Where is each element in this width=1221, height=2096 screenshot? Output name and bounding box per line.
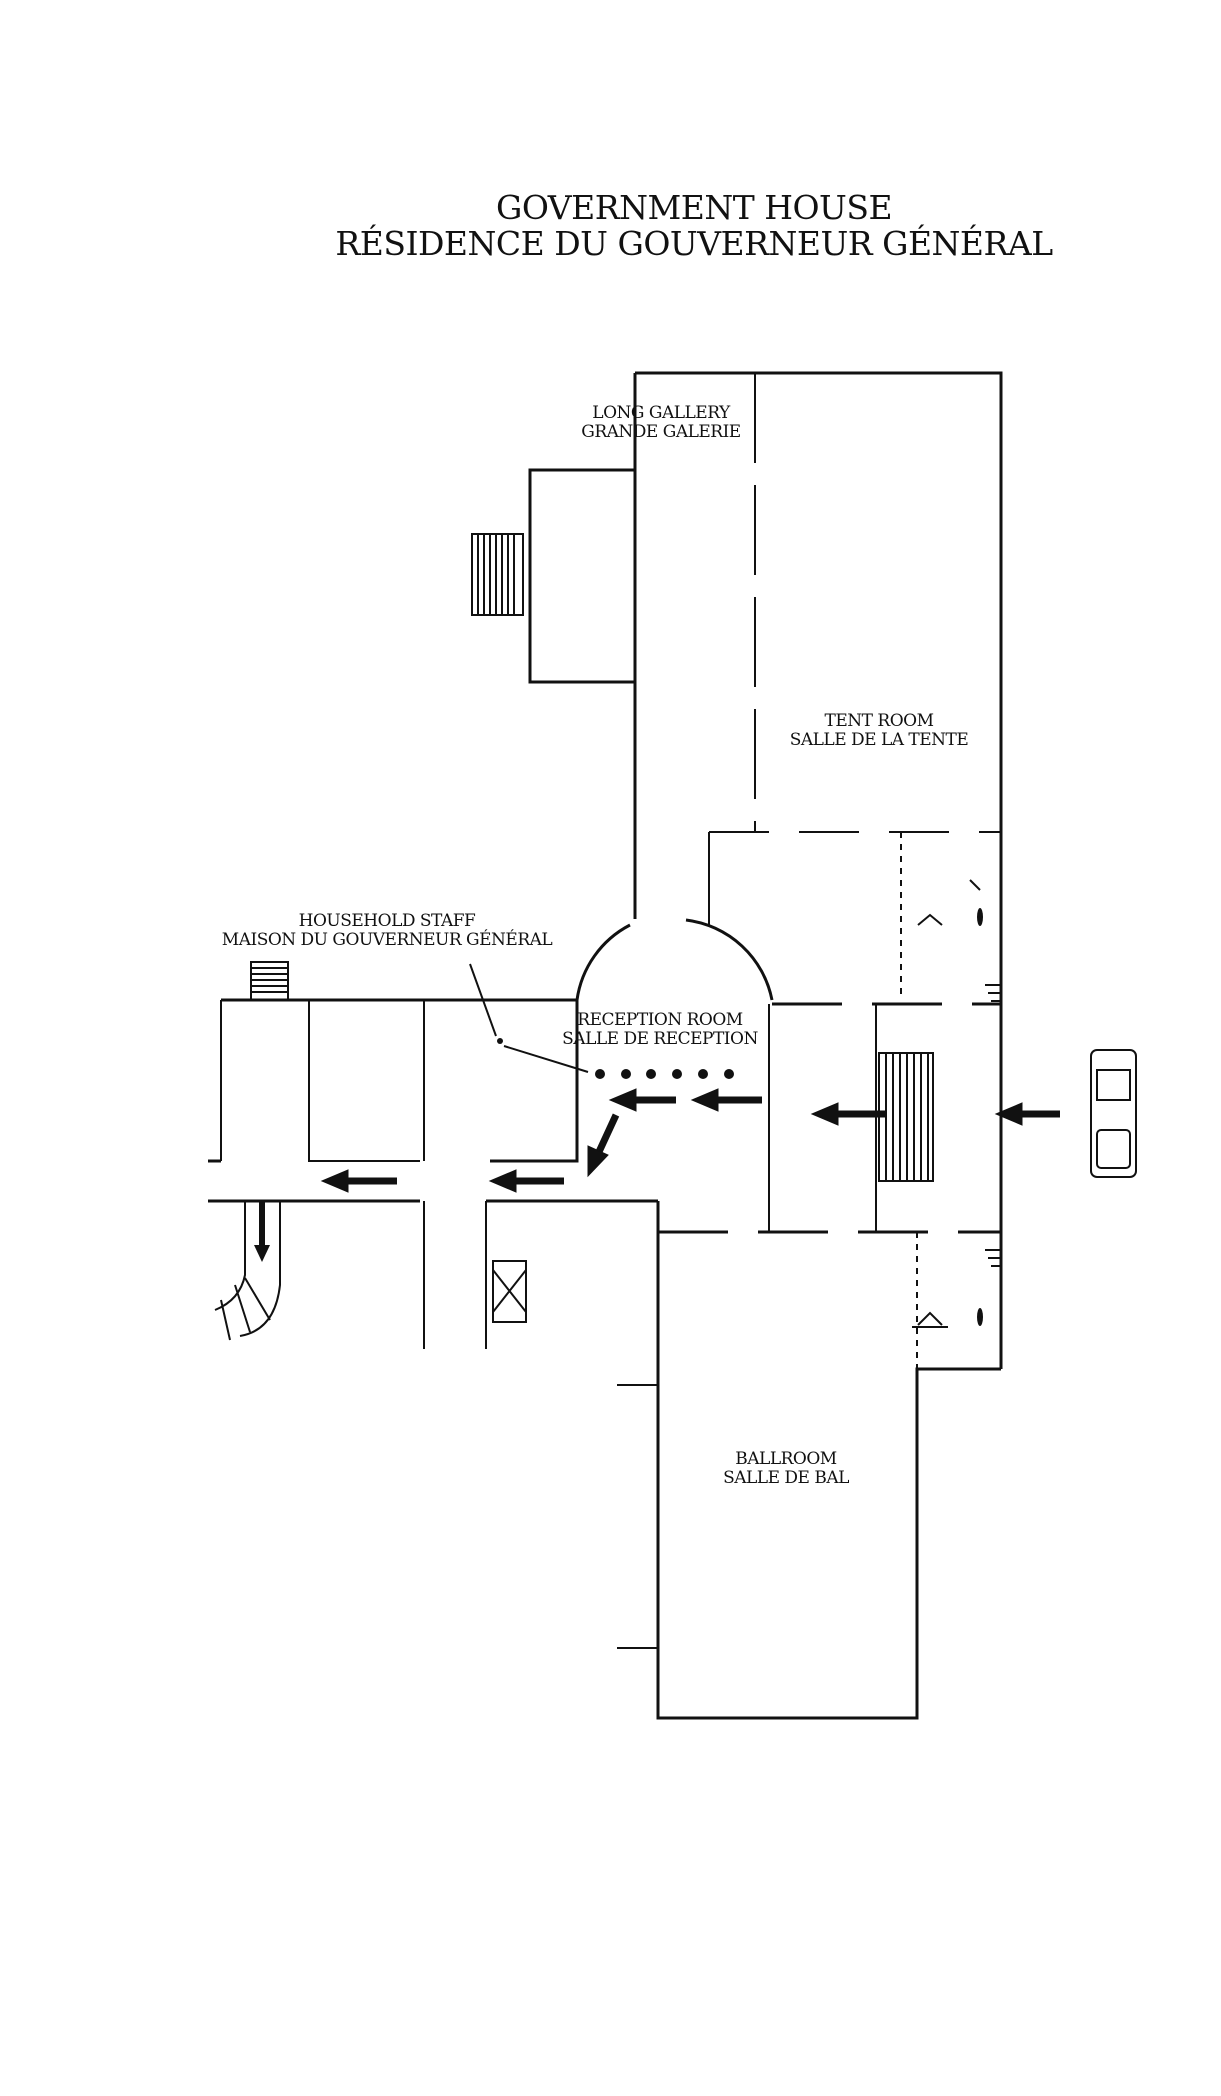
stair-staff: [250, 961, 289, 1001]
reception-room-fr: SALLE DE RECEPTION: [562, 1028, 758, 1049]
household-staff-en: HOUSEHOLD STAFF: [298, 911, 476, 931]
reception-room-en: RECEPTION ROOM: [577, 1010, 743, 1030]
plan-title: GOVERNMENT HOUSE RÉSIDENCE DU GOUVERNEUR…: [335, 188, 1053, 263]
stair-gallery: [471, 533, 524, 616]
walls: [208, 371, 1003, 1720]
tent-room-en: TENT ROOM: [824, 711, 934, 731]
household-staff-fr: MAISON DU GOUVERNEUR GÉNÉRAL: [221, 929, 553, 950]
label-ballroom: BALLROOM SALLE DE BAL: [723, 1450, 849, 1487]
label-reception-room: RECEPTION ROOM SALLE DE RECEPTION: [562, 1011, 758, 1048]
elevator-cross: [492, 1269, 527, 1313]
label-household-staff: HOUSEHOLD STAFF MAISON DU GOUVERNEUR GÉN…: [221, 911, 553, 950]
car-icon: [1090, 1049, 1137, 1178]
label-tent-room: TENT ROOM SALLE DE LA TENTE: [790, 712, 969, 749]
spiral-stair: [214, 1200, 281, 1341]
staff-leader-line: [469, 963, 589, 1073]
long-gallery-fr: GRANDE GALERIE: [581, 421, 741, 442]
title-french: RÉSIDENCE DU GOUVERNEUR GÉNÉRAL: [335, 223, 1053, 263]
ballroom-fr: SALLE DE BAL: [723, 1467, 849, 1488]
tent-room-fr: SALLE DE LA TENTE: [789, 729, 969, 750]
elevator-icon: [492, 1260, 527, 1323]
long-gallery-en: LONG GALLERY: [592, 403, 730, 423]
ballroom-en: BALLROOM: [735, 1449, 837, 1469]
route-arrows: [320, 1088, 1060, 1193]
receiving-line-dots: [595, 1069, 734, 1079]
label-long-gallery: LONG GALLERY GRANDE GALERIE: [581, 403, 741, 442]
washroom-fixtures: [912, 879, 1001, 1328]
stair-entrance: [878, 1052, 934, 1182]
title-english: GOVERNMENT HOUSE: [495, 188, 893, 227]
